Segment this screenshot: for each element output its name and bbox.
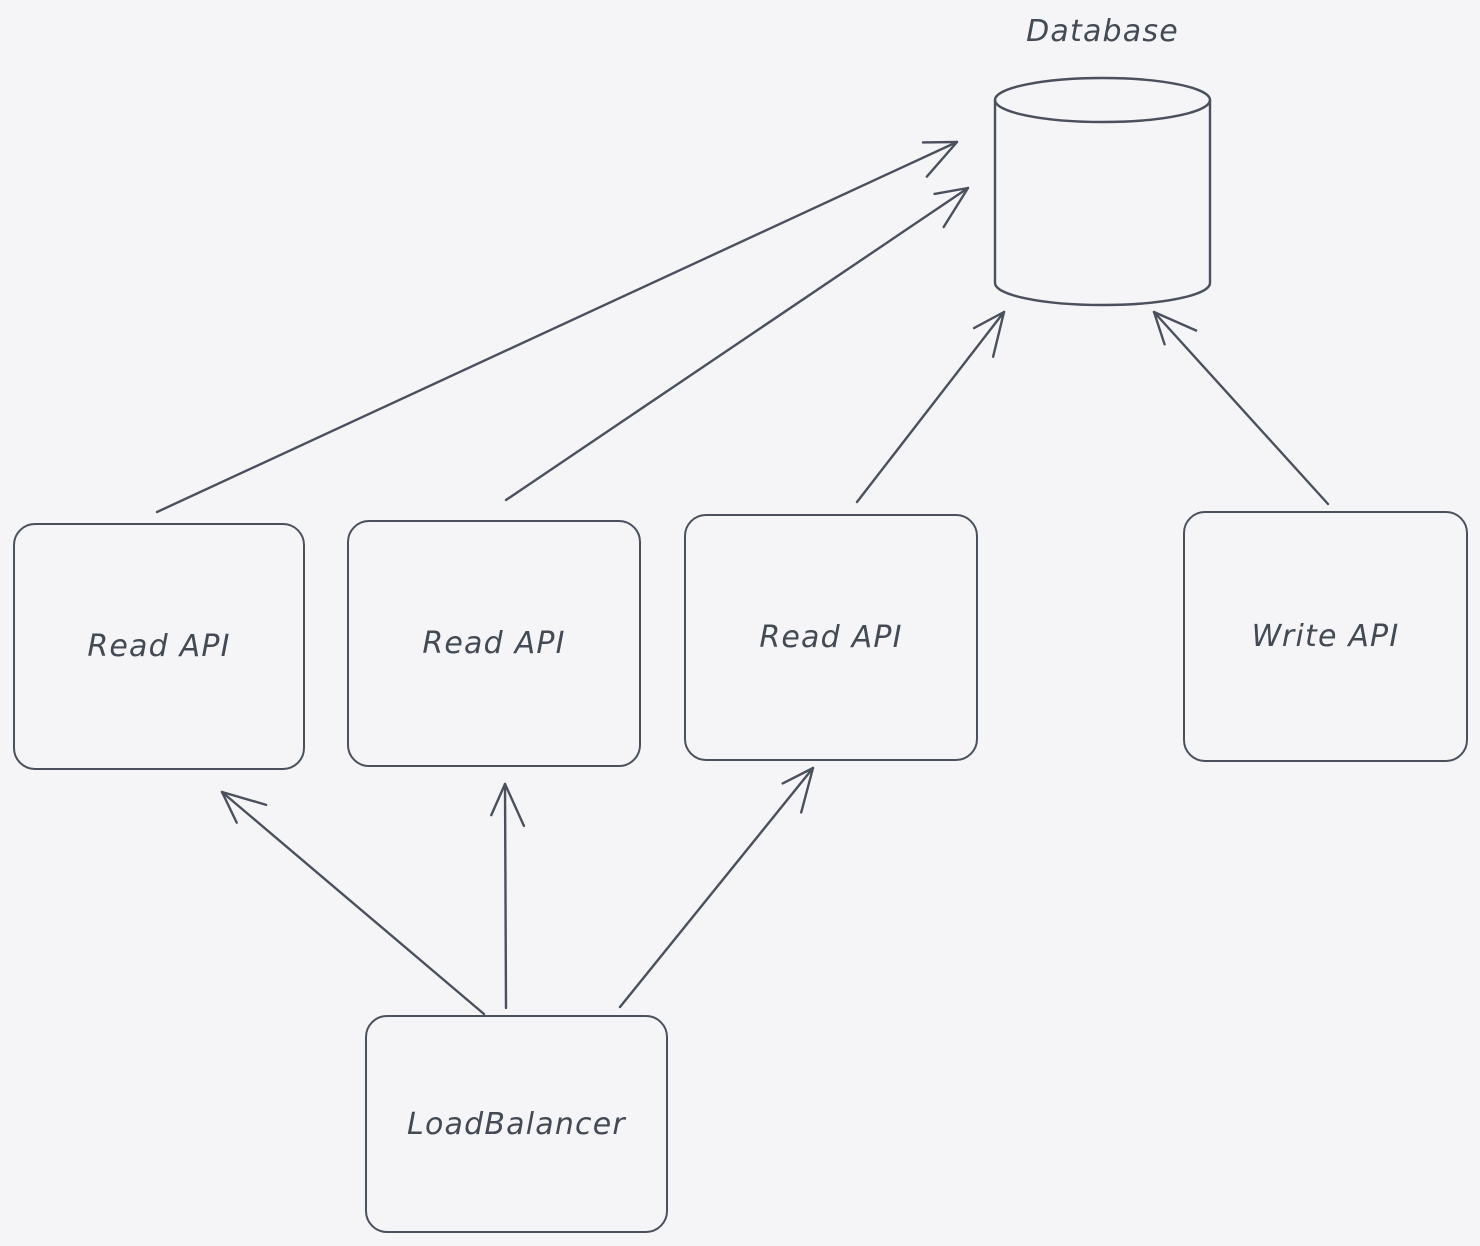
edge-lb-read1-arrowhead-icon (220, 790, 238, 824)
node-read-api-1[interactable]: Read API (13, 523, 305, 770)
edge-write-db (1152, 310, 1330, 506)
edge-read2-db-arrowhead-icon (942, 186, 970, 229)
edge-read3-db-arrowhead-icon (991, 310, 1006, 358)
edge-read3-db-arrowhead-icon (972, 310, 1006, 330)
edge-read2-db-arrowhead-icon (933, 186, 970, 196)
database-top-ellipse (993, 76, 1212, 124)
edge-write-db-arrowhead-icon (1152, 310, 1198, 332)
node-load-balancer[interactable]: LoadBalancer (365, 1015, 668, 1233)
node-label-read-api-2: Read API (422, 626, 566, 661)
edge-lb-read1-arrowhead-icon (220, 790, 268, 807)
edge-lb-read3-arrowhead-icon (781, 766, 815, 785)
edge-read3-db (855, 310, 1006, 504)
edge-read1-db (155, 140, 959, 514)
edge-lb-read2-arrowhead-icon (490, 782, 507, 817)
edge-lb-read3-arrowhead-icon (800, 766, 815, 814)
edge-lb-read1 (220, 790, 486, 1016)
node-label-read-api-3: Read API (759, 620, 903, 655)
edge-read2-db (504, 186, 970, 502)
edge-read1-db-arrowhead-icon (925, 140, 959, 178)
database-body (993, 98, 1212, 307)
edge-lb-read3 (618, 766, 815, 1009)
database-title: Database (1026, 14, 1179, 49)
edge-lb-read2 (503, 782, 508, 1010)
node-read-api-2[interactable]: Read API (347, 520, 641, 767)
edge-write-db-arrowhead-icon (1152, 310, 1166, 346)
node-label-write-api: Write API (1251, 619, 1400, 654)
node-label-load-balancer: LoadBalancer (407, 1106, 626, 1142)
edge-lb-read2-arrowhead-icon (503, 782, 526, 828)
node-read-api-3[interactable]: Read API (684, 514, 978, 761)
node-write-api[interactable]: Write API (1183, 511, 1468, 762)
node-label-read-api-1: Read API (87, 629, 231, 664)
